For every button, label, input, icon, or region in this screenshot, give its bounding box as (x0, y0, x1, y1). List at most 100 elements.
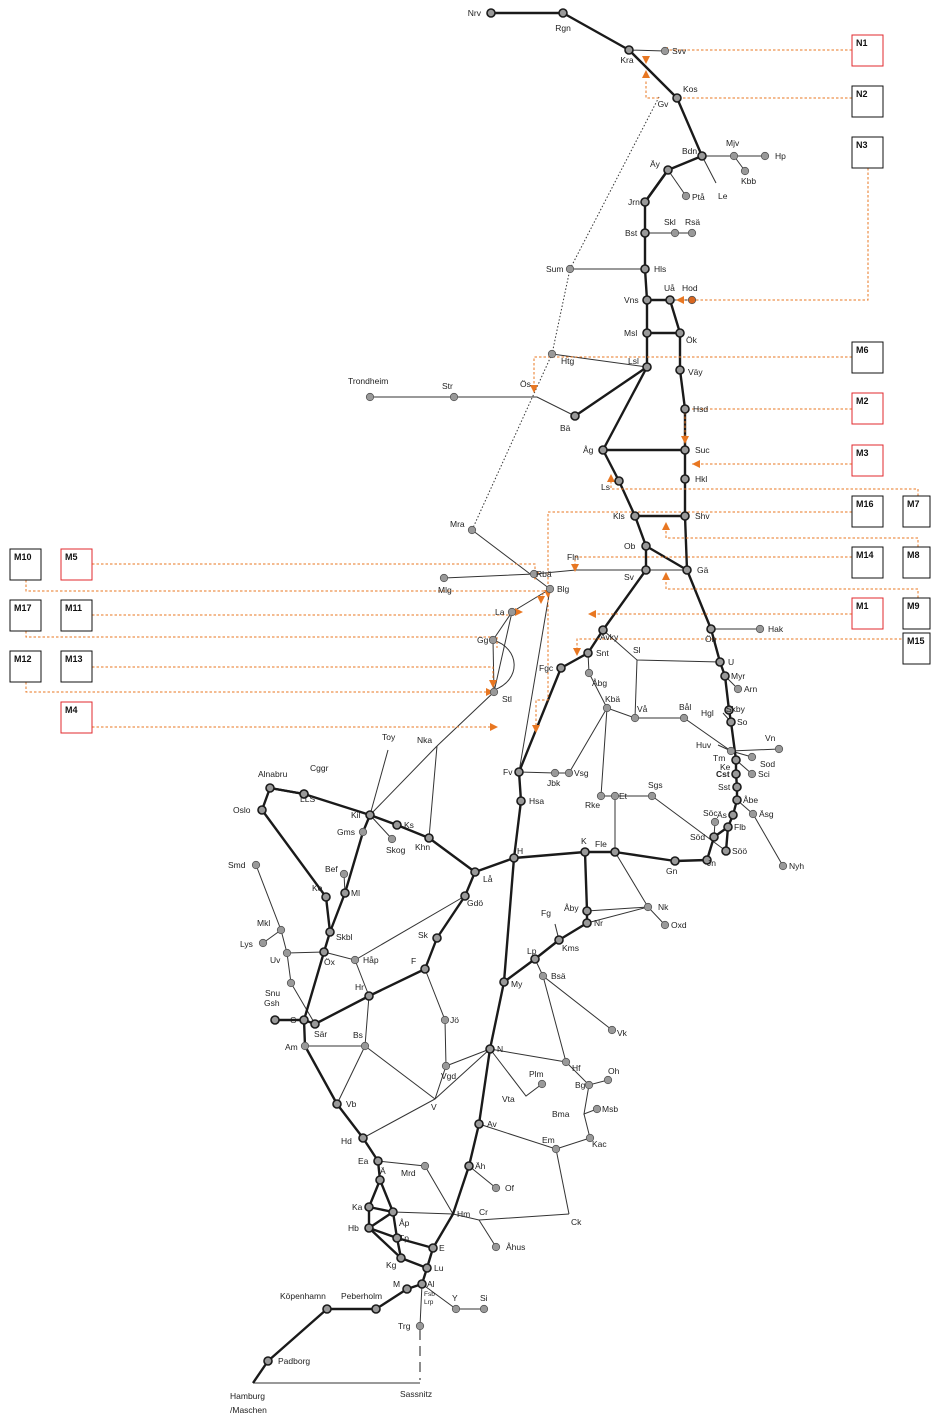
station-node-bs[interactable] (360, 1041, 370, 1051)
station-node-skby[interactable] (724, 705, 734, 715)
station-node-hap[interactable] (350, 955, 360, 965)
ref-box-n1[interactable]: N1 (851, 34, 884, 67)
station-node-kg[interactable] (396, 1253, 406, 1263)
station-node-kbb[interactable] (740, 166, 750, 176)
station-node-lls[interactable] (299, 789, 309, 799)
station-node-sod[interactable] (747, 752, 757, 762)
station-node-khn[interactable] (424, 833, 434, 843)
station-node-pta[interactable] (681, 191, 691, 201)
ref-box-m14[interactable]: M14 (851, 546, 884, 579)
station-node-stl[interactable] (489, 687, 499, 697)
station-node-vn[interactable] (774, 744, 784, 754)
station-node-rke[interactable] (596, 791, 606, 801)
station-node-nyh[interactable] (778, 861, 788, 871)
station-node-k[interactable] (580, 847, 590, 857)
ref-box-n2[interactable]: N2 (851, 85, 884, 118)
station-node-jbk[interactable] (550, 768, 560, 778)
station-node-skbl[interactable] (325, 927, 335, 937)
station-node-si[interactable] (479, 1304, 489, 1314)
station-node-ohp[interactable] (603, 1075, 613, 1085)
station-node-nk[interactable] (643, 902, 653, 912)
station-node-h[interactable] (509, 853, 519, 863)
ref-box-m4[interactable]: M4 (60, 701, 93, 734)
station-node-kil[interactable] (365, 810, 375, 820)
station-node-vb[interactable] (332, 1099, 342, 1109)
station-node-skl[interactable] (670, 228, 680, 238)
station-node-bef[interactable] (339, 869, 349, 879)
station-node-ks[interactable] (392, 820, 402, 830)
station-node-av[interactable] (474, 1119, 484, 1129)
ref-box-m11[interactable]: M11 (60, 599, 93, 632)
station-node-kos[interactable] (672, 93, 682, 103)
station-node-trondheim[interactable] (365, 392, 375, 402)
station-node-vay[interactable] (675, 365, 685, 375)
station-node-vgd[interactable] (441, 1061, 451, 1071)
ref-box-m12[interactable]: M12 (9, 650, 42, 683)
station-node-kac[interactable] (585, 1133, 595, 1143)
station-node-hsd[interactable] (680, 404, 690, 414)
station-node-nrv[interactable] (486, 8, 496, 18)
station-node-mrd[interactable] (420, 1161, 430, 1171)
station-node-plm[interactable] (537, 1079, 547, 1089)
station-node-al[interactable] (417, 1279, 427, 1289)
station-node-a[interactable] (375, 1175, 385, 1185)
station-node-tm[interactable] (726, 746, 736, 756)
station-node-skog[interactable] (387, 834, 397, 844)
station-node-flb[interactable] (723, 822, 733, 832)
station-node-vns[interactable] (642, 295, 652, 305)
station-node-kms[interactable] (554, 935, 564, 945)
station-node-arn[interactable] (733, 684, 743, 694)
station-node-m[interactable] (402, 1284, 412, 1294)
station-node-ml[interactable] (340, 888, 350, 898)
station-node-as[interactable] (728, 810, 738, 820)
station-node-soc[interactable] (710, 817, 720, 827)
station-node-abe[interactable] (732, 795, 742, 805)
station-node-mra[interactable] (467, 525, 477, 535)
station-node-ag[interactable] (598, 445, 608, 455)
station-node-jo[interactable] (440, 1015, 450, 1025)
station-node-ox[interactable] (319, 947, 329, 957)
station-node-y[interactable] (451, 1304, 461, 1314)
station-node-gg[interactable] (488, 635, 498, 645)
station-node-hf[interactable] (561, 1057, 571, 1067)
station-node-fv[interactable] (514, 767, 524, 777)
station-node-msl[interactable] (642, 328, 652, 338)
ref-box-m3[interactable]: M3 (851, 444, 884, 477)
station-node-hkl[interactable] (680, 474, 690, 484)
station-node-g[interactable] (299, 1015, 309, 1025)
station-node-sk[interactable] (432, 933, 442, 943)
station-node-lp[interactable] (530, 954, 540, 964)
station-node-of[interactable] (491, 1183, 501, 1193)
station-node-ga[interactable] (682, 565, 692, 575)
station-node-e[interactable] (428, 1243, 438, 1253)
ref-box-m5[interactable]: M5 (60, 548, 93, 581)
station-node-bdn[interactable] (697, 151, 707, 161)
ref-box-m13[interactable]: M13 (60, 650, 93, 683)
station-node-fgc[interactable] (556, 663, 566, 673)
station-node-asg[interactable] (748, 809, 758, 819)
station-node-bsa[interactable] (538, 971, 548, 981)
station-node-abg[interactable] (584, 668, 594, 678)
station-node-em[interactable] (551, 1144, 561, 1154)
station-node-my[interactable] (499, 977, 509, 987)
station-node-bg[interactable] (584, 1080, 594, 1090)
station-node-hd[interactable] (358, 1133, 368, 1143)
station-node-soo[interactable] (721, 846, 731, 856)
station-node-sv[interactable] (641, 565, 651, 575)
station-node-u[interactable] (715, 657, 725, 667)
station-node-hod[interactable] (687, 295, 697, 305)
station-node-am[interactable] (300, 1041, 310, 1051)
station-node-kls[interactable] (630, 511, 640, 521)
station-node-jrn[interactable] (640, 197, 650, 207)
station-node-hr[interactable] (364, 991, 374, 1001)
station-node-snt[interactable] (583, 648, 593, 658)
station-node-bal[interactable] (679, 713, 689, 723)
station-node-lys[interactable] (258, 938, 268, 948)
station-node-ay[interactable] (663, 165, 673, 175)
station-node-smd[interactable] (251, 860, 261, 870)
ref-box-m1[interactable]: M1 (851, 597, 884, 630)
station-node-hp[interactable] (760, 151, 770, 161)
station-node-htg[interactable] (547, 349, 557, 359)
station-node-ke[interactable] (731, 755, 741, 765)
station-node-nr[interactable] (582, 918, 592, 928)
